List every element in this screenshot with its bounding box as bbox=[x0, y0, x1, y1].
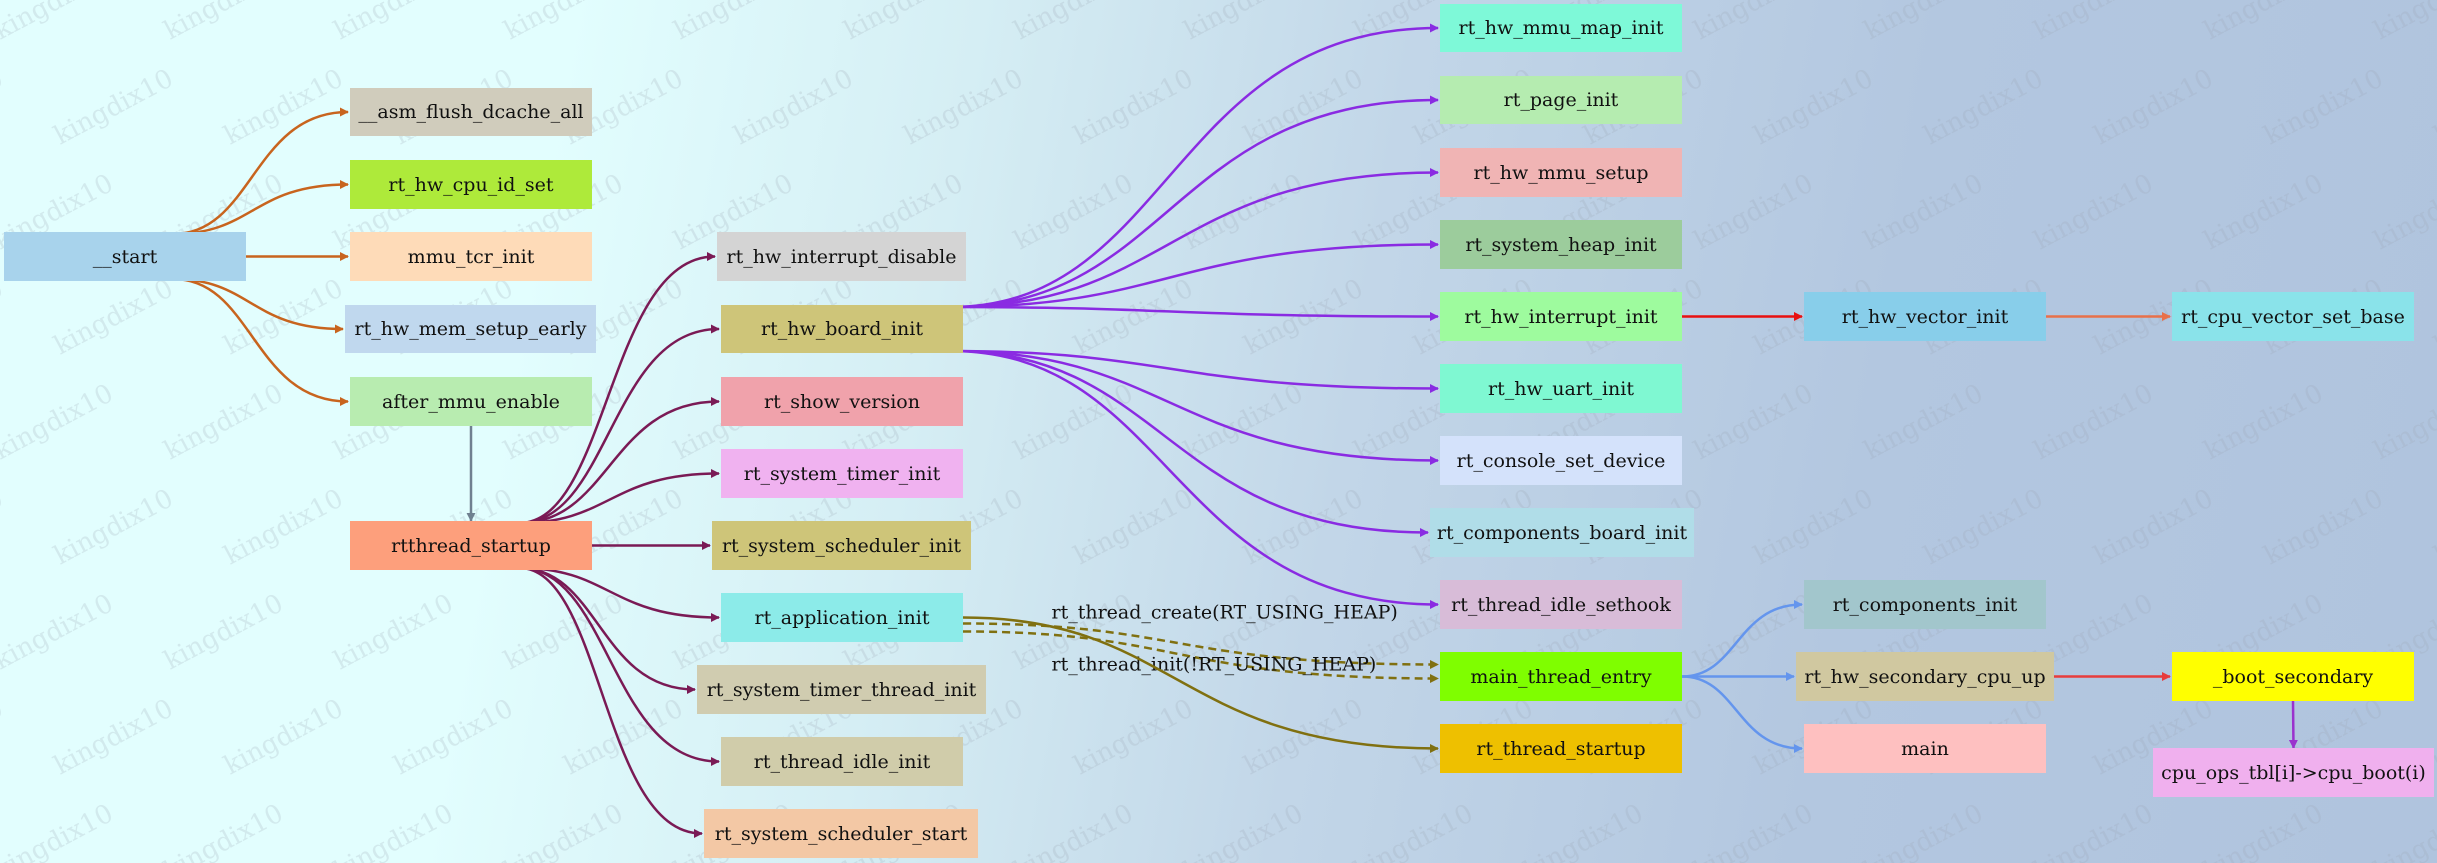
edge-main_thread_entry-to-rt_components_init bbox=[1681, 600, 1803, 678]
node-rt-show-version-label: rt_show_version bbox=[764, 390, 920, 413]
node-rt-hw-mmu-map-init-label: rt_hw_mmu_map_init bbox=[1458, 17, 1664, 39]
node-rt-components-board-init[interactable]: rt_components_board_init bbox=[1430, 508, 1694, 557]
edge-rt_hw_board_init-to-rt_thread_idle_sethook bbox=[950, 349, 1439, 609]
node-rt-hw-secondary-cpu-up[interactable]: rt_hw_secondary_cpu_up bbox=[1796, 652, 2054, 701]
node-rt-system-timer-init-label: rt_system_timer_init bbox=[743, 462, 941, 485]
edge-rtthread_startup-to-rt_show_version bbox=[519, 397, 720, 525]
node-rt-hw-vector-init[interactable]: rt_hw_vector_init bbox=[1804, 292, 2046, 341]
node-after-mmu-enable-label: after_mmu_enable bbox=[382, 390, 560, 413]
edge-rt_hw_board_init-to-rt_hw_uart_init bbox=[950, 349, 1439, 393]
node-rt-hw-mmu-setup-label: rt_hw_mmu_setup bbox=[1473, 161, 1649, 184]
node-asm-flush-dcache-all[interactable]: __asm_flush_dcache_all bbox=[350, 88, 592, 136]
node-mmu-tcr-init[interactable]: mmu_tcr_init bbox=[350, 232, 592, 281]
node-rt-system-heap-init-label: rt_system_heap_init bbox=[1465, 233, 1657, 256]
edge-label: rt_thread_init(!RT_USING_HEAP) bbox=[1052, 654, 1377, 676]
node-rt-thread-startup[interactable]: rt_thread_startup bbox=[1440, 724, 1682, 773]
node-rt-system-scheduler-init[interactable]: rt_system_scheduler_init bbox=[712, 521, 971, 570]
node-boot-secondary-label: _boot_secondary bbox=[2212, 665, 2374, 688]
node-rt-hw-interrupt-init-label: rt_hw_interrupt_init bbox=[1464, 305, 1658, 328]
node-rt-hw-board-init[interactable]: rt_hw_board_init bbox=[721, 305, 963, 353]
edge-rtthread_startup-to-rt_thread_idle_init bbox=[519, 566, 720, 766]
node-asm-flush-dcache-all-label: __asm_flush_dcache_all bbox=[358, 101, 584, 123]
node-rt-system-scheduler-start-label: rt_system_scheduler_start bbox=[714, 822, 968, 845]
node-rt-hw-uart-init-label: rt_hw_uart_init bbox=[1487, 377, 1635, 400]
node-boot-secondary[interactable]: _boot_secondary bbox=[2172, 652, 2414, 701]
node-start[interactable]: __start bbox=[4, 232, 246, 281]
node-rt-hw-mmu-map-init[interactable]: rt_hw_mmu_map_init bbox=[1440, 4, 1682, 52]
node-rt-components-board-init-label: rt_components_board_init bbox=[1436, 521, 1688, 544]
edge-boot_secondary-to-cpu_ops_boot bbox=[2288, 700, 2298, 749]
node-rt-components-init[interactable]: rt_components_init bbox=[1804, 580, 2046, 629]
node-rt-thread-idle-sethook-label: rt_thread_idle_sethook bbox=[1451, 593, 1671, 616]
edge-rt_application_init-to-main_thread_entry bbox=[962, 622, 1439, 669]
edge-start-to-rt_hw_cpu_id_set bbox=[173, 180, 349, 236]
node-rtthread-startup[interactable]: rtthread_startup bbox=[350, 521, 592, 570]
edge-rt_hw_board_init-to-rt_page_init bbox=[950, 95, 1439, 309]
node-rt-hw-mmu-setup[interactable]: rt_hw_mmu_setup bbox=[1440, 148, 1682, 197]
node-mmu-tcr-init-label: mmu_tcr_init bbox=[407, 245, 535, 268]
node-rt-application-init-label: rt_application_init bbox=[754, 606, 930, 629]
node-rt-thread-startup-label: rt_thread_startup bbox=[1476, 737, 1646, 760]
node-rt-page-init[interactable]: rt_page_init bbox=[1440, 76, 1682, 124]
node-after-mmu-enable[interactable]: after_mmu_enable bbox=[350, 377, 592, 426]
node-rt-thread-idle-init[interactable]: rt_thread_idle_init bbox=[721, 737, 963, 786]
node-rt-page-init-label: rt_page_init bbox=[1503, 89, 1619, 111]
edge-rt_hw_board_init-to-rt_components_board_init bbox=[950, 349, 1429, 537]
node-rt-show-version[interactable]: rt_show_version bbox=[721, 377, 963, 426]
node-rt-system-timer-thread-init-label: rt_system_timer_thread_init bbox=[706, 678, 977, 701]
node-rt-system-scheduler-init-label: rt_system_scheduler_init bbox=[721, 534, 962, 557]
node-rt-thread-idle-sethook[interactable]: rt_thread_idle_sethook bbox=[1440, 580, 1682, 629]
node-rt-hw-uart-init[interactable]: rt_hw_uart_init bbox=[1440, 364, 1682, 413]
edge-rt_hw_board_init-to-rt_hw_interrupt_init bbox=[950, 305, 1439, 321]
node-cpu-ops-boot-label: cpu_ops_tbl[i]->cpu_boot(i) bbox=[2161, 761, 2426, 784]
edge-rt_hw_board_init-to-rt_hw_mmu_setup bbox=[950, 168, 1439, 309]
edge-rt_hw_board_init-to-rt_hw_mmu_map_init bbox=[950, 23, 1439, 309]
node-rt-hw-vector-init-label: rt_hw_vector_init bbox=[1841, 305, 2009, 328]
node-cpu-ops-boot[interactable]: cpu_ops_tbl[i]->cpu_boot(i) bbox=[2153, 748, 2434, 797]
edge-label: rt_thread_create(RT_USING_HEAP) bbox=[1052, 602, 1398, 624]
node-rt-system-heap-init[interactable]: rt_system_heap_init bbox=[1440, 220, 1682, 269]
node-rt-components-init-label: rt_components_init bbox=[1832, 593, 2018, 616]
edge-rtthread_startup-to-rt_system_scheduler_start bbox=[519, 566, 703, 838]
node-rt-cpu-vector-set-base-label: rt_cpu_vector_set_base bbox=[2181, 305, 2405, 328]
node-start-label: __start bbox=[92, 245, 158, 268]
node-rt-system-timer-thread-init[interactable]: rt_system_timer_thread_init bbox=[697, 665, 986, 714]
node-main-thread-entry-label: main_thread_entry bbox=[1470, 665, 1652, 688]
node-rt-cpu-vector-set-base[interactable]: rt_cpu_vector_set_base bbox=[2172, 292, 2414, 341]
node-main[interactable]: main bbox=[1804, 724, 2046, 773]
node-rt-hw-mem-setup-early[interactable]: rt_hw_mem_setup_early bbox=[345, 305, 596, 353]
edge-rtthread_startup-to-rt_hw_board_init bbox=[519, 324, 720, 525]
node-main-label: main bbox=[1901, 737, 1949, 760]
node-rt-thread-idle-init-label: rt_thread_idle_init bbox=[753, 750, 931, 773]
node-rt-console-set-device[interactable]: rt_console_set_device bbox=[1440, 436, 1682, 485]
edge-rtthread_startup-to-rt_system_timer_init bbox=[519, 469, 720, 525]
edge-start-to-asm_flush_dcache_all bbox=[173, 107, 349, 236]
node-rt-hw-cpu-id-set[interactable]: rt_hw_cpu_id_set bbox=[350, 160, 592, 209]
node-rt-console-set-device-label: rt_console_set_device bbox=[1456, 449, 1666, 472]
node-main-thread-entry[interactable]: main_thread_entry bbox=[1440, 652, 1682, 701]
node-rt-system-timer-init[interactable]: rt_system_timer_init bbox=[721, 449, 963, 498]
node-rt-hw-interrupt-init[interactable]: rt_hw_interrupt_init bbox=[1440, 292, 1682, 341]
node-rt-hw-interrupt-disable-label: rt_hw_interrupt_disable bbox=[726, 245, 957, 268]
edge-main_thread_entry-to-main bbox=[1681, 675, 1803, 753]
edge-rtthread_startup-to-rt_application_init bbox=[519, 566, 720, 622]
node-rtthread-startup-label: rtthread_startup bbox=[391, 534, 551, 557]
edge-rt_application_init-to-main_thread_entry bbox=[962, 630, 1439, 683]
node-rt-hw-board-init-label: rt_hw_board_init bbox=[761, 318, 923, 340]
node-rt-application-init[interactable]: rt_application_init bbox=[721, 593, 963, 642]
edge-rt_hw_board_init-to-rt_console_set_device bbox=[950, 349, 1439, 465]
node-rt-hw-mem-setup-early-label: rt_hw_mem_setup_early bbox=[354, 318, 587, 340]
node-rt-system-scheduler-start[interactable]: rt_system_scheduler_start bbox=[704, 809, 978, 858]
edge-start-to-after_mmu_enable bbox=[173, 277, 349, 406]
edge-rtthread_startup-to-rt_hw_interrupt_disable bbox=[519, 252, 716, 525]
node-rt-hw-secondary-cpu-up-label: rt_hw_secondary_cpu_up bbox=[1804, 665, 2046, 688]
edge-rt_application_init-to-rt_thread_startup bbox=[962, 616, 1439, 753]
edge-rtthread_startup-to-rt_system_timer_thread_init bbox=[519, 566, 696, 694]
edge-start-to-rt_hw_mem_setup_early bbox=[173, 277, 344, 334]
edge-rt_hw_board_init-to-rt_system_heap_init bbox=[950, 240, 1439, 309]
node-rt-hw-cpu-id-set-label: rt_hw_cpu_id_set bbox=[388, 173, 554, 196]
node-rt-hw-interrupt-disable[interactable]: rt_hw_interrupt_disable bbox=[717, 232, 966, 281]
